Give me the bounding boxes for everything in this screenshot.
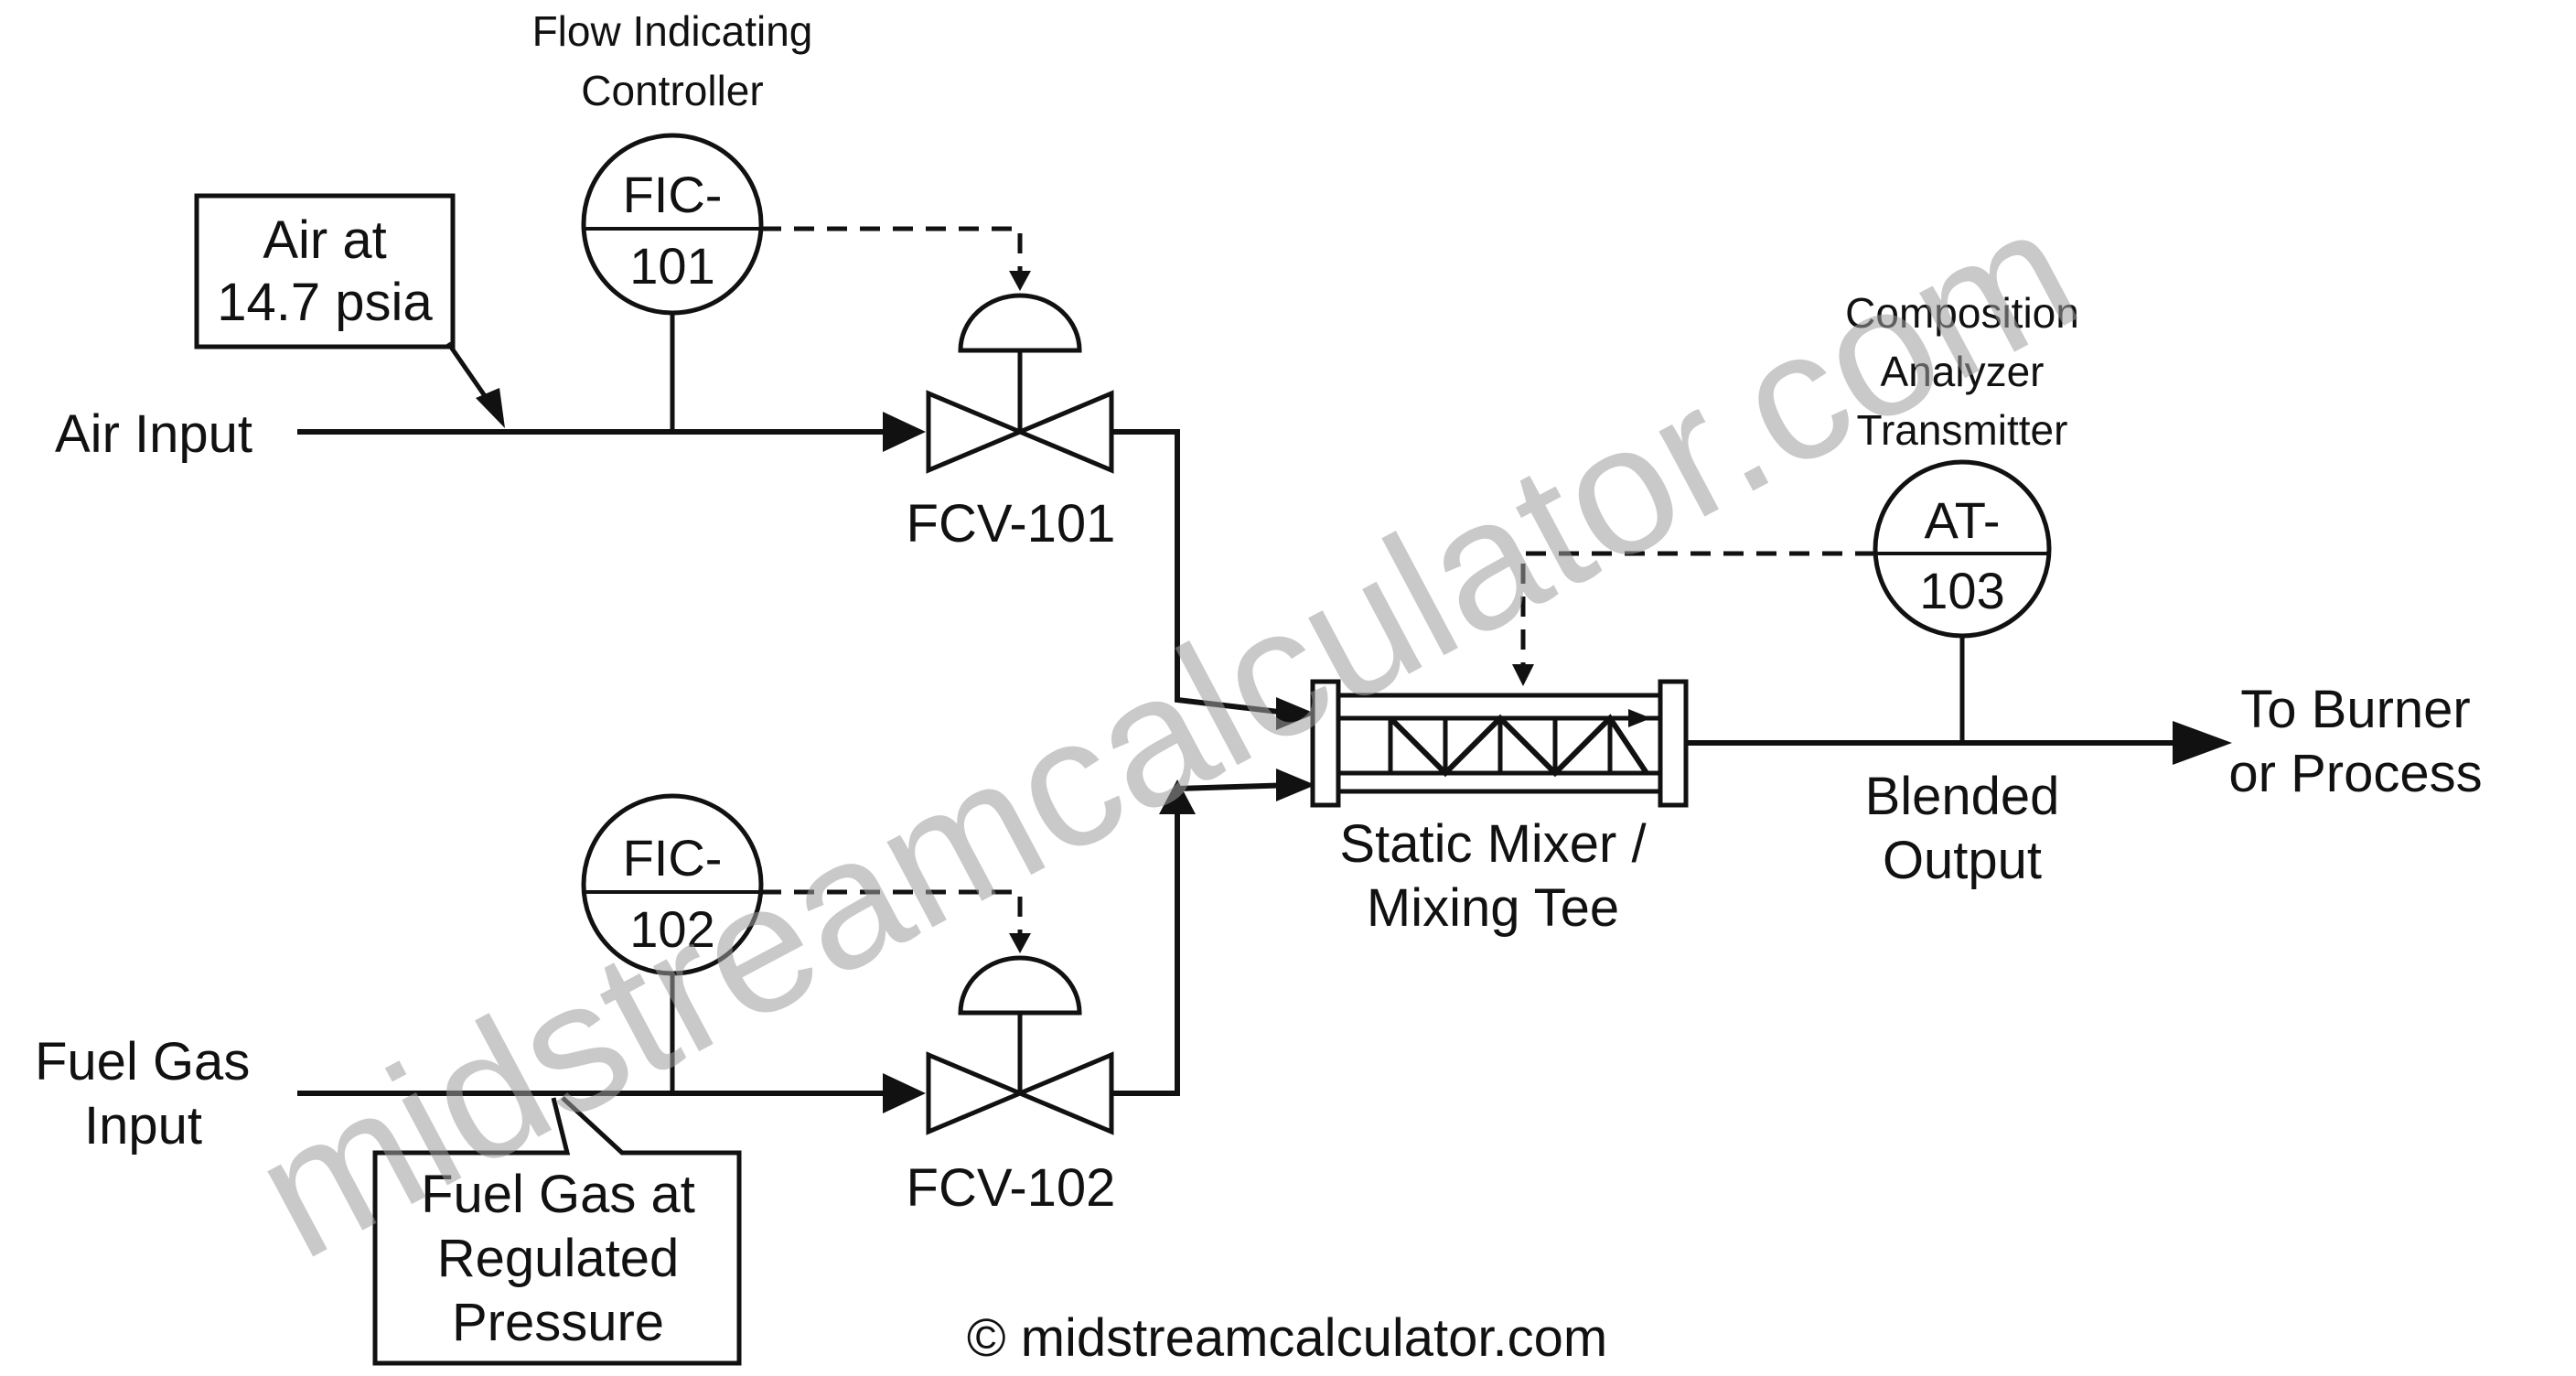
mixer-label-line2: Mixing Tee — [1367, 878, 1619, 938]
static-mixer[interactable] — [1310, 679, 1689, 808]
fcv-102-valve[interactable] — [926, 955, 1114, 1135]
fic-102-signal-arrow — [1009, 933, 1031, 953]
at-103-title-line1: Composition — [1845, 289, 2079, 337]
destination-line1: To Burner — [2240, 680, 2470, 739]
output-process-line — [1686, 721, 2232, 765]
fuel-callout: Fuel Gas at Regulated Pressure — [372, 1096, 742, 1366]
fuel-flow-arrow — [883, 1073, 926, 1113]
destination-line2: or Process — [2228, 744, 2482, 803]
air-callout-line2: 14.7 psia — [217, 273, 433, 332]
air-input-label: Air Input — [55, 404, 252, 464]
fuel-callout-line2: Regulated — [437, 1229, 679, 1288]
fic-101-signal-line — [761, 226, 1023, 274]
fuel-callout-line3: Pressure — [452, 1293, 664, 1352]
at-103-signal-line — [1520, 551, 1875, 668]
copyright-text: © midstreamcalculator.com — [967, 1308, 1607, 1368]
fic-101-signal-arrow — [1009, 271, 1031, 291]
air-callout: Air at 14.7 psia — [194, 193, 505, 428]
at-103-tag-top: AT- — [1925, 491, 2001, 549]
fic-102-instrument[interactable]: FIC- 102 — [581, 793, 764, 1093]
at-103-tag-bottom: 103 — [1919, 562, 2004, 619]
fuel-callout-line1: Fuel Gas at — [421, 1165, 695, 1224]
fic-102-tag-top: FIC- — [623, 829, 723, 887]
air-to-mixer-arrow — [1276, 697, 1315, 730]
fuel-process-line — [297, 769, 1315, 1113]
mixer-label-line1: Static Mixer / — [1339, 814, 1647, 874]
fcv-102-label: FCV-102 — [907, 1158, 1116, 1218]
fic-101-tag-bottom: 101 — [629, 237, 714, 295]
air-process-line — [297, 412, 1315, 730]
watermark: midstreamcalculator.com — [224, 167, 2107, 1297]
blended-output-line1: Blended — [1865, 767, 2060, 826]
fcv-101-valve[interactable] — [926, 293, 1114, 474]
air-callout-line1: Air at — [263, 210, 386, 270]
fic-102-tag-bottom: 102 — [629, 900, 714, 958]
fcv-101-label: FCV-101 — [907, 494, 1116, 554]
fuel-to-mixer-arrow — [1276, 769, 1315, 801]
fuel-input-label-line1: Fuel Gas — [35, 1032, 250, 1091]
fic-101-title-line1: Flow Indicating — [532, 7, 813, 55]
fic-101-title-line2: Controller — [581, 67, 763, 114]
air-callout-pointer — [476, 388, 505, 428]
at-103-title-line2: Analyzer — [1881, 348, 2045, 395]
fic-101-tag-top: FIC- — [623, 166, 723, 223]
at-103-signal-arrow — [1512, 664, 1534, 686]
fic-101-instrument[interactable]: FIC- 101 — [581, 133, 764, 432]
fuel-riser-arrow — [1159, 779, 1196, 814]
air-flow-arrow — [883, 412, 926, 452]
at-103-title-line3: Transmitter — [1857, 406, 2068, 454]
output-flow-arrow — [2173, 721, 2232, 765]
blended-output-line2: Output — [1883, 831, 2042, 890]
fuel-input-label-line2: Input — [84, 1096, 202, 1156]
at-103-instrument[interactable]: AT- 103 — [1873, 459, 2052, 743]
